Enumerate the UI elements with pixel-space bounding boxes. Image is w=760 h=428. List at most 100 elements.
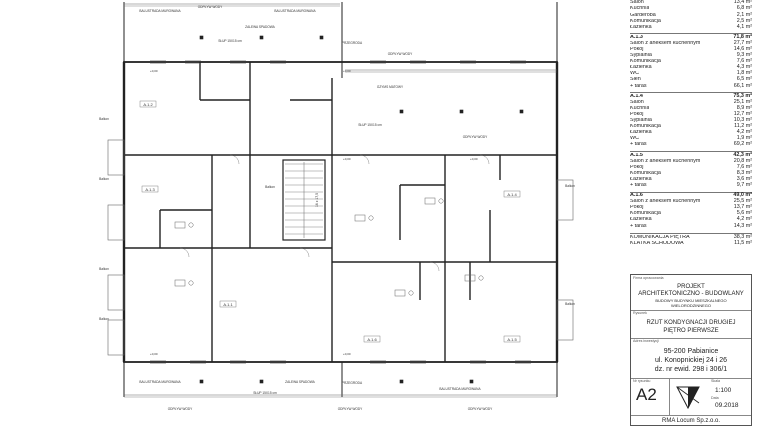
balcony xyxy=(556,179,574,221)
exterior-wall xyxy=(123,61,558,363)
top-callout: GZYMS MATOWY xyxy=(377,85,404,89)
project-line-4: WIELORODZINNEGO xyxy=(670,303,711,308)
level-mark: +0,00 xyxy=(343,69,351,73)
door-swing xyxy=(479,154,490,165)
bottom-callout: ODPŁYW WODY xyxy=(468,407,493,411)
terrace-column xyxy=(459,109,464,114)
bottom-callout: ZALEWA SPADOWA xyxy=(285,380,316,384)
level-mark: +0,00 xyxy=(150,69,158,73)
plan-details xyxy=(107,3,574,398)
bottom-callout: PRZEGRODA xyxy=(342,381,363,385)
bottom-callout: SŁUP 15X15 cm xyxy=(253,391,277,395)
door-swing xyxy=(359,154,370,165)
top-callout: ODPŁYW WODY xyxy=(463,135,488,139)
unit-tag xyxy=(363,335,381,343)
stair-label: 16 x 17,5 xyxy=(315,193,319,207)
project-line-3: BUDOWY BUDYNKU MIESZKALNEGO xyxy=(655,298,727,303)
top-callout: PRZEGRODA xyxy=(342,41,363,45)
top-callout: SŁUP 15X15 cm xyxy=(358,123,382,127)
balcony xyxy=(107,204,125,241)
scale-value: 1:100 xyxy=(715,387,732,394)
date-label: Data xyxy=(711,396,719,400)
bath-fixture xyxy=(174,279,186,287)
terrace-column xyxy=(399,109,404,114)
terrace-column xyxy=(259,379,264,384)
top-callout: BALUSTRADA MUROWANA xyxy=(274,9,316,13)
drawing-title-1: RZUT KONDYGNACJI DRUGIEJ xyxy=(646,320,736,326)
project-line-1: PROJEKT xyxy=(677,284,705,290)
terrace-column xyxy=(399,379,404,384)
balcony-callout: Balkon xyxy=(99,267,109,271)
project-line-2: ARCHITEKTONICZNO - BUDOWLANY xyxy=(638,291,744,297)
toilet-fixture xyxy=(188,280,194,286)
unit-tag xyxy=(141,185,159,193)
unit-tag xyxy=(219,300,237,308)
unit-label: A.1.1 xyxy=(223,302,233,307)
level-mark: +0,00 xyxy=(343,352,351,356)
toilet-fixture xyxy=(188,222,194,228)
balcony-callout: Balkon xyxy=(99,177,109,181)
bath-fixture xyxy=(424,197,436,205)
top-callout: ZALEWA SPADOWA xyxy=(245,25,276,29)
company-logo-icon xyxy=(676,386,700,410)
sheet-label: Nr rysunku xyxy=(633,379,651,383)
scale-label: Skala xyxy=(711,379,720,383)
bath-fixture xyxy=(354,214,366,222)
drawing-title-2: PIĘTRO PIERWSZE xyxy=(663,328,719,334)
terrace-column xyxy=(469,379,474,384)
toilet-fixture xyxy=(368,215,374,221)
balcony xyxy=(556,299,574,341)
balcony xyxy=(107,139,125,176)
sheet-number: A2 xyxy=(636,385,657,404)
bottom-callout: BALUSTRADA MUROWANA xyxy=(439,387,481,391)
address-line-1: 95-200 Pabianice xyxy=(663,348,719,355)
terrace-column xyxy=(519,109,524,114)
top-callout: ODPŁYW WODY xyxy=(388,52,413,56)
address-line-2: ul. Konopnickiej 24 i 26 xyxy=(655,357,727,364)
balcony xyxy=(107,319,125,356)
address-line-3: dz. nr ewid. 298 i 306/1 xyxy=(654,366,728,373)
balcony-callout: Balkon xyxy=(265,185,275,189)
stair-core xyxy=(282,159,326,241)
terrace-column xyxy=(319,35,324,40)
bottom-callout: ODPŁYW WODY xyxy=(338,407,363,411)
balcony-callout: Balkon xyxy=(99,117,109,121)
level-mark: +0,00 xyxy=(150,352,158,356)
date-value: 09.2018 xyxy=(715,402,739,409)
unit-label: A.1.5 xyxy=(507,337,517,342)
top-callout: BALUSTRADA MUROWANA xyxy=(139,9,181,13)
door-swing xyxy=(179,247,190,258)
